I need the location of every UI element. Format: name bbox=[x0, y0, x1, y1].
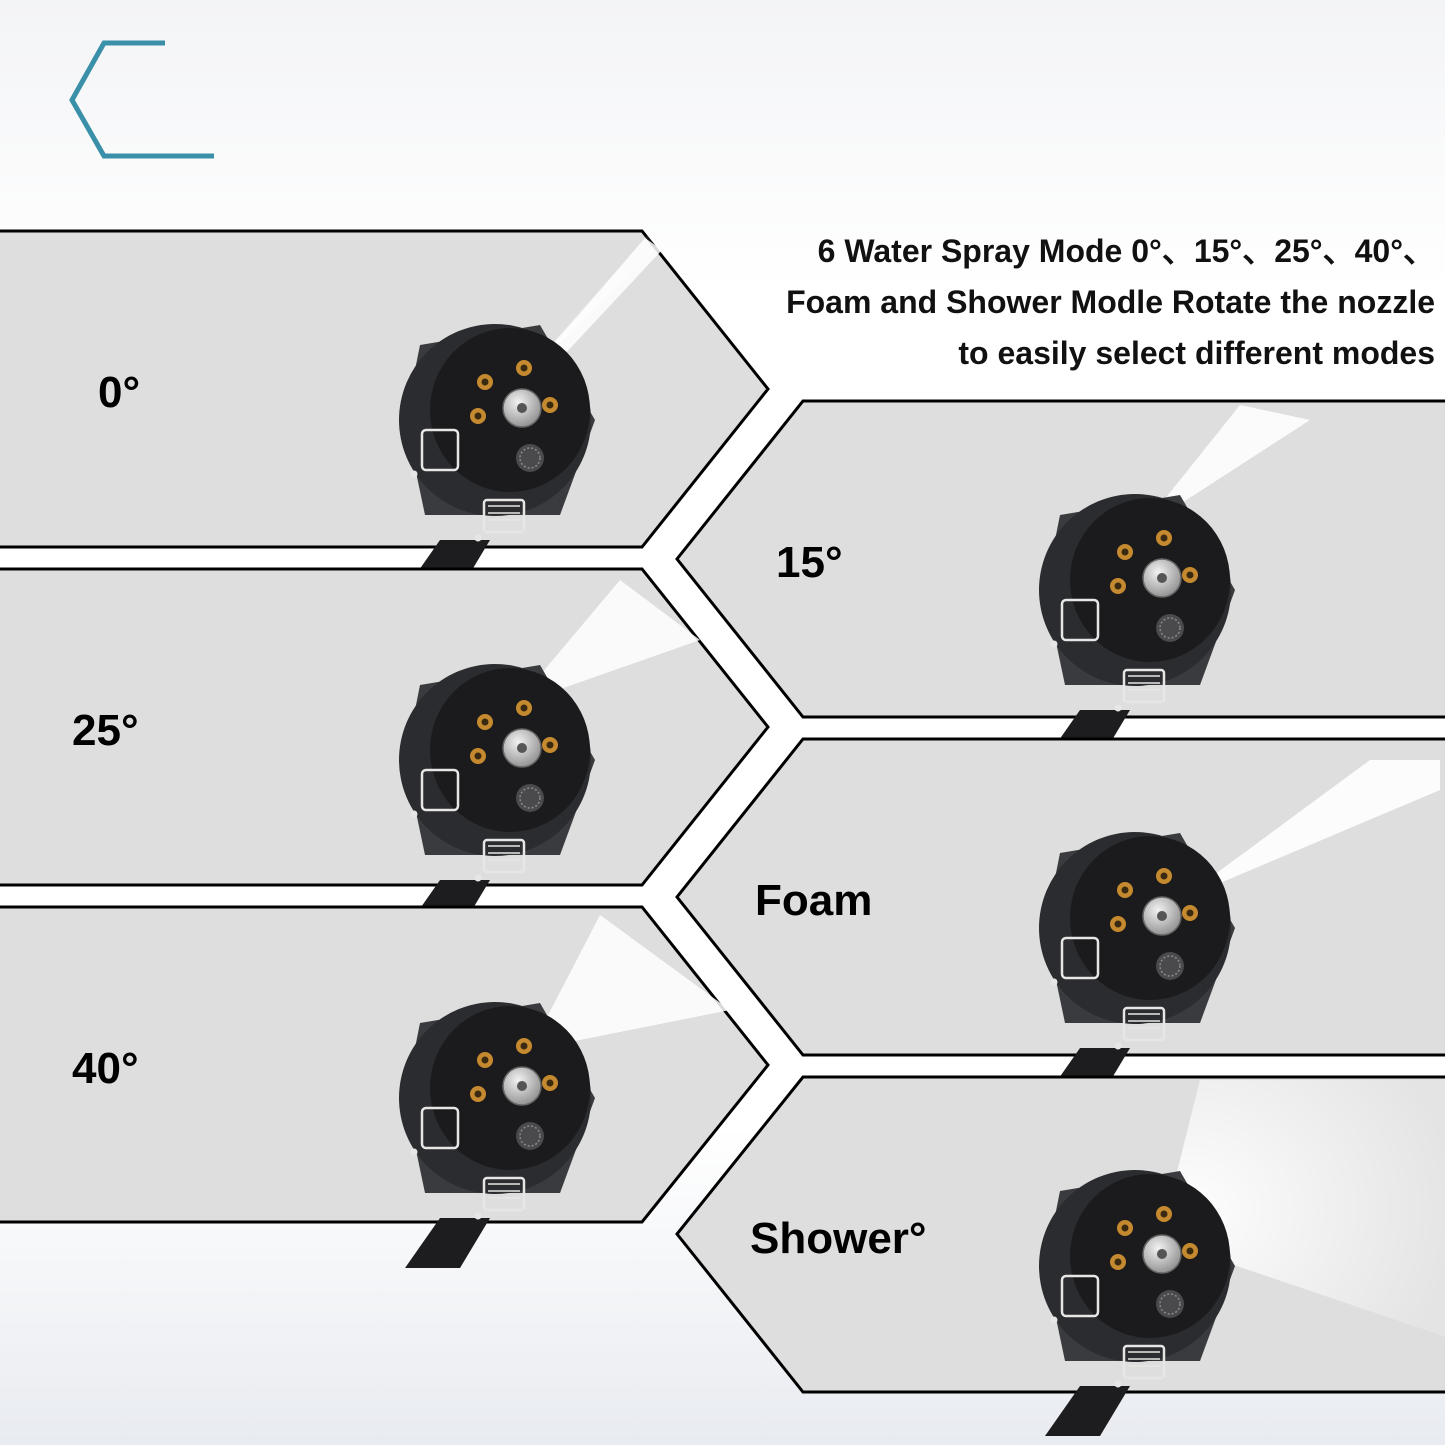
headline: 6 Water Spray Mode 0°、15°、25°、40°、 Foam … bbox=[675, 226, 1435, 379]
mode-panel-foam bbox=[675, 737, 1445, 1100]
mode-label-0: 0° bbox=[98, 368, 141, 417]
mode-label-25: 25° bbox=[72, 706, 139, 755]
headline-line-2: Foam and Shower Modle Rotate the nozzle bbox=[786, 284, 1435, 320]
decorative-hexagon-icon bbox=[69, 40, 214, 159]
mode-label-15: 15° bbox=[776, 538, 843, 587]
mode-panel-shower bbox=[675, 1075, 1445, 1438]
mode-panel-40 bbox=[0, 905, 770, 1270]
mode-label-foam: Foam bbox=[755, 876, 873, 925]
headline-line-1: 6 Water Spray Mode 0°、15°、25°、40°、 bbox=[817, 233, 1435, 269]
headline-line-3: to easily select different modes bbox=[958, 335, 1435, 371]
mode-label-shower: Shower° bbox=[750, 1214, 927, 1263]
mode-panel-0 bbox=[0, 229, 770, 592]
mode-label-40: 40° bbox=[72, 1044, 139, 1093]
mode-panel-15 bbox=[675, 399, 1445, 762]
mode-panel-25 bbox=[0, 567, 770, 932]
